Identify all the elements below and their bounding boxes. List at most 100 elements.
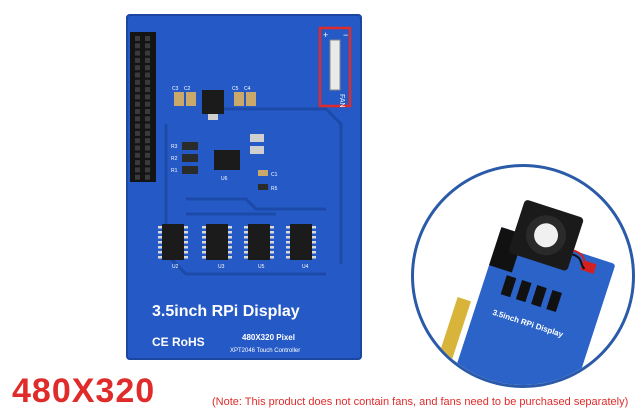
trace-3 — [186, 197, 326, 211]
ic-pin — [202, 256, 206, 259]
ic-pin — [312, 251, 316, 254]
resistor-r1 — [182, 166, 198, 174]
header-pin — [135, 36, 140, 41]
ic-pin — [286, 246, 290, 249]
ic-pin — [158, 226, 162, 229]
ic-pin — [228, 246, 232, 249]
ic-pin — [202, 241, 206, 244]
capacitor-c2 — [186, 92, 196, 106]
header-pin — [145, 174, 150, 180]
ic-pin — [184, 226, 188, 229]
ic-pin — [184, 231, 188, 234]
ic-pin — [202, 251, 206, 254]
ic-pin — [270, 256, 274, 259]
header-pin — [135, 145, 140, 151]
label-u6: U6 — [221, 176, 228, 182]
ic-pin — [158, 251, 162, 254]
capacitor-c4 — [246, 92, 256, 106]
label-c5: C5 — [232, 86, 239, 92]
label-c4: C4 — [244, 86, 251, 92]
header-pin — [135, 87, 140, 93]
header-pin — [135, 152, 140, 158]
header-pin — [135, 94, 140, 100]
ic-pin — [158, 236, 162, 239]
ic-pin — [270, 246, 274, 249]
ic-pin — [228, 236, 232, 239]
label-c1: C1 — [271, 172, 278, 178]
ic-chip — [290, 224, 312, 260]
header-pin — [135, 43, 140, 49]
label-r5: R5 — [271, 186, 278, 192]
resistor-r3 — [182, 142, 198, 150]
ic-pin — [158, 246, 162, 249]
fan-highlight-box — [318, 26, 352, 108]
header-pin — [135, 138, 140, 144]
fan-note: (Note: This product does not contain fan… — [212, 396, 629, 408]
header-pin — [135, 50, 140, 56]
ic-pin — [184, 241, 188, 244]
header-pin — [145, 94, 150, 100]
cert-marks: CE RoHS — [152, 335, 205, 349]
ic-pin — [286, 241, 290, 244]
resistor-r5 — [258, 184, 268, 190]
inset-artwork: 3.5inch RPi Display — [439, 200, 615, 385]
ic-pin — [202, 236, 206, 239]
header-pin — [145, 36, 150, 41]
capacitor-c3 — [174, 92, 184, 106]
header-pin — [135, 72, 140, 78]
ic-pin — [228, 231, 232, 234]
header-pin — [135, 116, 140, 122]
ic-pin — [312, 256, 316, 259]
ic-pin — [312, 231, 316, 234]
header-pin — [135, 130, 140, 136]
ic-chip — [206, 224, 228, 260]
label-r1: R1 — [171, 168, 178, 174]
header-pin — [145, 87, 150, 93]
label-r2: R2 — [171, 156, 178, 162]
ic-pin — [244, 241, 248, 244]
header-pin — [135, 174, 140, 180]
regulator-chip — [202, 90, 224, 114]
header-pin — [135, 109, 140, 114]
header-pin — [145, 130, 150, 136]
header-pin — [145, 43, 150, 49]
ic-pin — [244, 236, 248, 239]
header-pin — [145, 109, 150, 114]
ic-pin — [202, 231, 206, 234]
header-pin — [145, 167, 150, 173]
header-pin — [145, 50, 150, 56]
header-pin — [145, 72, 150, 78]
header-pin — [135, 65, 140, 71]
ic-pin — [286, 226, 290, 229]
ic-pin — [312, 246, 316, 249]
header-pin — [135, 57, 140, 63]
header-pin — [145, 116, 150, 122]
header-pin — [145, 57, 150, 63]
fan-connector — [329, 39, 341, 91]
label-r3: R3 — [171, 144, 178, 150]
ic-pin — [312, 236, 316, 239]
header-pin — [145, 123, 150, 129]
ic-pin — [270, 251, 274, 254]
trace-1 — [164, 124, 326, 276]
ic-pin — [158, 231, 162, 234]
label-u5: U5 — [258, 264, 265, 270]
board-title: 3.5inch RPi Display — [152, 303, 300, 320]
ic-pin — [244, 226, 248, 229]
ic-pin — [202, 246, 206, 249]
inset-fan-hub — [534, 223, 559, 248]
ic-pin — [270, 231, 274, 234]
ic-pin — [158, 256, 162, 259]
inset-board — [455, 227, 615, 385]
ic-pin — [158, 241, 162, 244]
board-touch-controller: XPT2046 Touch Controller — [230, 348, 300, 354]
ic-pin — [286, 236, 290, 239]
fan-minus: − — [343, 30, 348, 40]
fan-label: FAN — [338, 94, 345, 108]
ic-pin — [244, 231, 248, 234]
inset-photo: 3.5inch RPi Display — [411, 164, 635, 388]
capacitor-c5 — [234, 92, 244, 106]
ic-pin — [270, 236, 274, 239]
ic-pin — [184, 236, 188, 239]
header-pin — [145, 79, 150, 85]
